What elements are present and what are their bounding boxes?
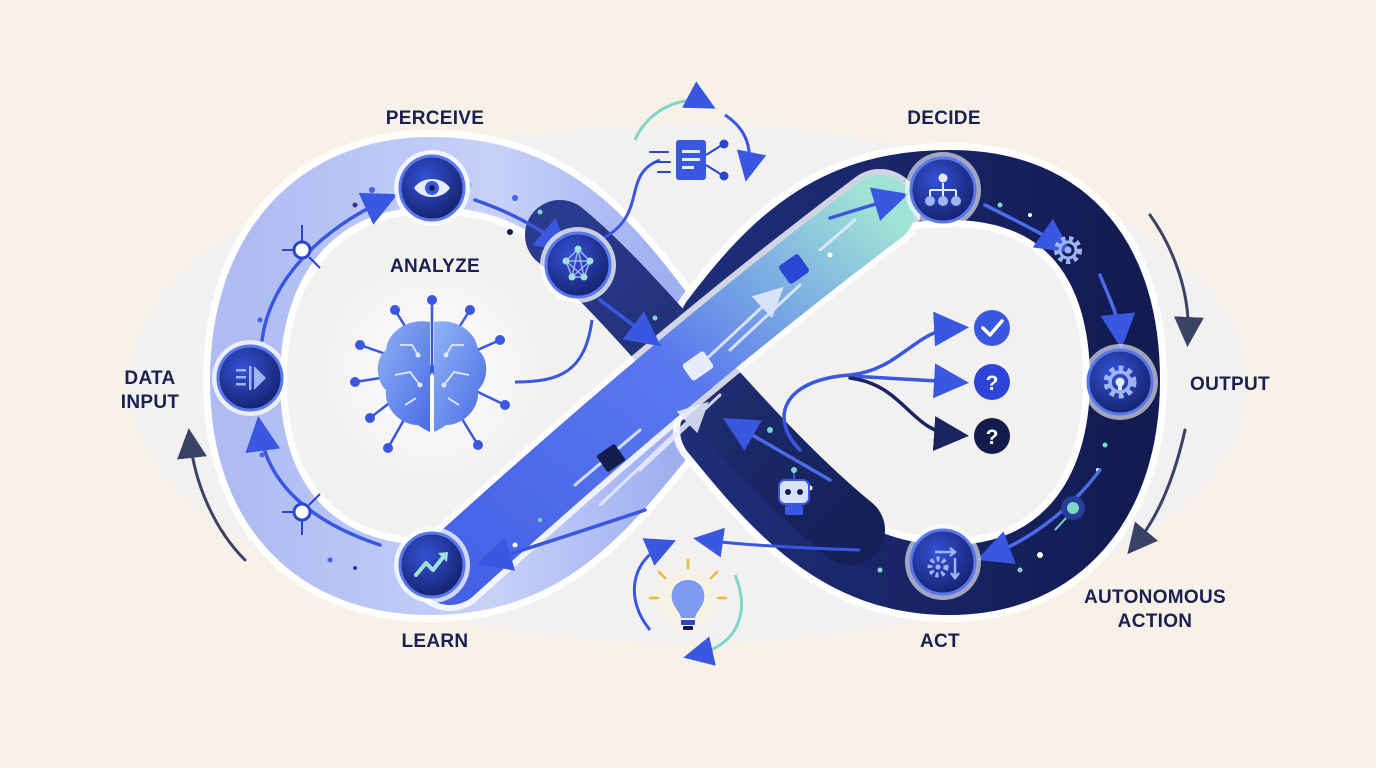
document-cycle-arrow [633,81,716,141]
status-node-icon [1054,496,1085,531]
perceive-node[interactable] [394,150,470,226]
act-node[interactable] [905,524,981,600]
lightbulb-icon [648,558,728,632]
data-packet [779,254,809,284]
gear-small-icon [1054,236,1082,264]
trend-up-icon [414,552,448,577]
outer-return-arrow-right-bottom [1127,428,1187,555]
label-act: ACT [920,631,960,652]
decision-branches [782,311,969,452]
robot-icon [778,467,810,515]
data-packet [682,351,714,381]
label-output: OUTPUT [1190,374,1270,395]
outer-return-arrow-left [177,428,247,562]
connector-node-icon [282,493,321,535]
svg-text:?: ? [986,372,999,395]
gear-icon [1103,365,1137,399]
output-node[interactable] [1082,344,1158,420]
analyze-node[interactable] [540,227,616,303]
brain-icon [322,260,542,480]
label-analyze: ANALYZE [389,256,481,277]
learn-node[interactable] [394,527,470,603]
hierarchy-icon [925,173,961,206]
lightbulb-cycle-arrow [633,538,677,631]
document-icon [649,139,729,181]
question-icon: ? [974,364,1010,400]
svg-text:?: ? [986,426,999,449]
check-icon [974,310,1010,346]
neural-network-icon [562,245,594,281]
gear-arrows-icon [927,547,960,581]
outer-return-arrow-right-top [1148,213,1204,347]
connector-node-icon [282,225,321,269]
label-perceive: PERCEIVE [385,108,485,129]
data-input-node[interactable] [212,340,288,416]
data-packet [597,444,625,472]
brain-connector [514,319,594,384]
eye-icon [414,179,450,197]
lightbulb-connector [693,527,861,558]
document-connector [599,158,661,242]
document-cycle-arrow [724,113,767,182]
lightbulb-cycle-arrow [683,574,743,666]
label-autonomous-action: AUTONOMOUS ACTION [1084,587,1226,632]
label-learn: LEARN [401,631,469,652]
play-icon [236,366,266,390]
decide-node[interactable] [905,152,981,228]
question-icon: ? [974,418,1010,454]
label-data-input: DATA INPUT [120,368,180,413]
label-decide: DECIDE [907,108,981,129]
